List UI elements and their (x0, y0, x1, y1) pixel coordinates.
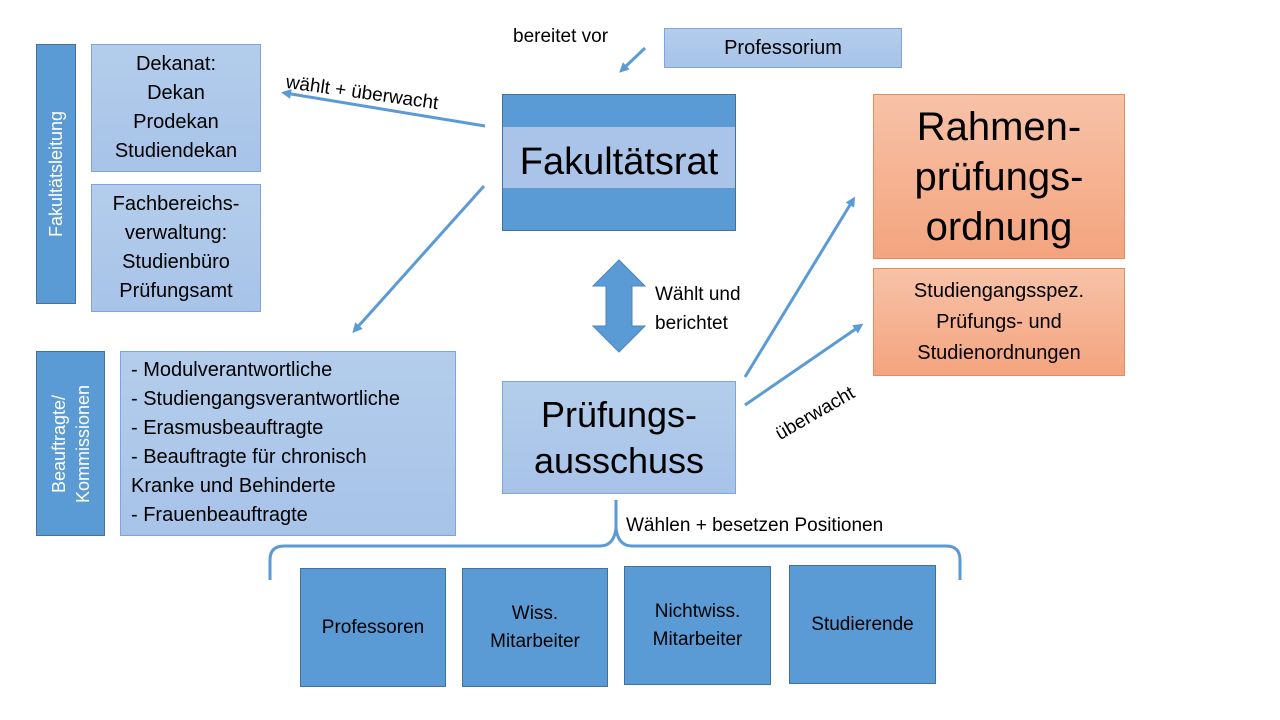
pruefungsausschuss-box: Prüfungs- ausschuss (502, 381, 736, 494)
rahmenpruefungsordnung-box: Rahmen- prüfungs- ordnung (873, 94, 1125, 259)
members-brace (268, 500, 962, 580)
member-studierende: Studierende (789, 565, 936, 684)
arrow-ausschuss-rahmenordnung (743, 196, 856, 378)
arrow-professorium-fakultaetsrat (619, 46, 647, 73)
beauftragte-box: - Modulverantwortliche - Studiengangsver… (120, 351, 456, 536)
fakultaetsleitung-label: Fakultätsleitung (46, 110, 66, 238)
studienordnungen-box: Studiengangsspez. Prüfungs- und Studieno… (873, 268, 1125, 376)
list-item: - Frauenbeauftragte (131, 504, 308, 526)
fakultaetsrat-band (503, 127, 735, 188)
dekanat-box: Dekanat: Dekan Prodekan Studiendekan (91, 44, 261, 172)
list-item: Kranke und Behinderte (131, 475, 336, 497)
list-item: - Studiengangsverantwortliche (131, 388, 401, 410)
label-bereitet-vor: bereitet vor (513, 26, 609, 47)
double-arrow-fakultaetsrat-ausschuss (591, 259, 647, 353)
verwaltung-box: Fachbereichs- verwaltung: Studienbüro Pr… (91, 184, 261, 312)
kommissionen-label: Beauftragte/ Kommissionen (48, 384, 93, 503)
fakultaetsleitung-sidebar: Fakultätsleitung (36, 44, 76, 304)
professorium-box: Professorium (664, 28, 902, 68)
label-waehlt-berichtet: Wählt und berichtet (655, 284, 741, 334)
list-item: - Erasmusbeauftragte (131, 417, 324, 439)
member-nichtwiss-mitarbeiter: Nichtwiss. Mitarbeiter (624, 566, 771, 685)
kommissionen-sidebar: Beauftragte/ Kommissionen (36, 351, 105, 536)
member-professoren: Professoren (300, 568, 446, 687)
member-wiss-mitarbeiter: Wiss. Mitarbeiter (462, 568, 608, 687)
list-item: - Beauftragte für chronisch (131, 446, 367, 468)
fakultaetsrat-box: Fakultätsrat (502, 94, 736, 231)
arrow-fakultaetsrat-dekanat (281, 89, 486, 128)
arrow-ausschuss-studienordnungen (744, 323, 864, 407)
label-waehlen-besetzen: Wählen + besetzen Positionen (626, 515, 884, 536)
arrow-fakultaetsrat-beauftragte (352, 184, 486, 333)
list-item: - Modulverantwortliche (131, 359, 333, 381)
fakultaetsrat-label: Fakultätsrat (519, 141, 719, 183)
